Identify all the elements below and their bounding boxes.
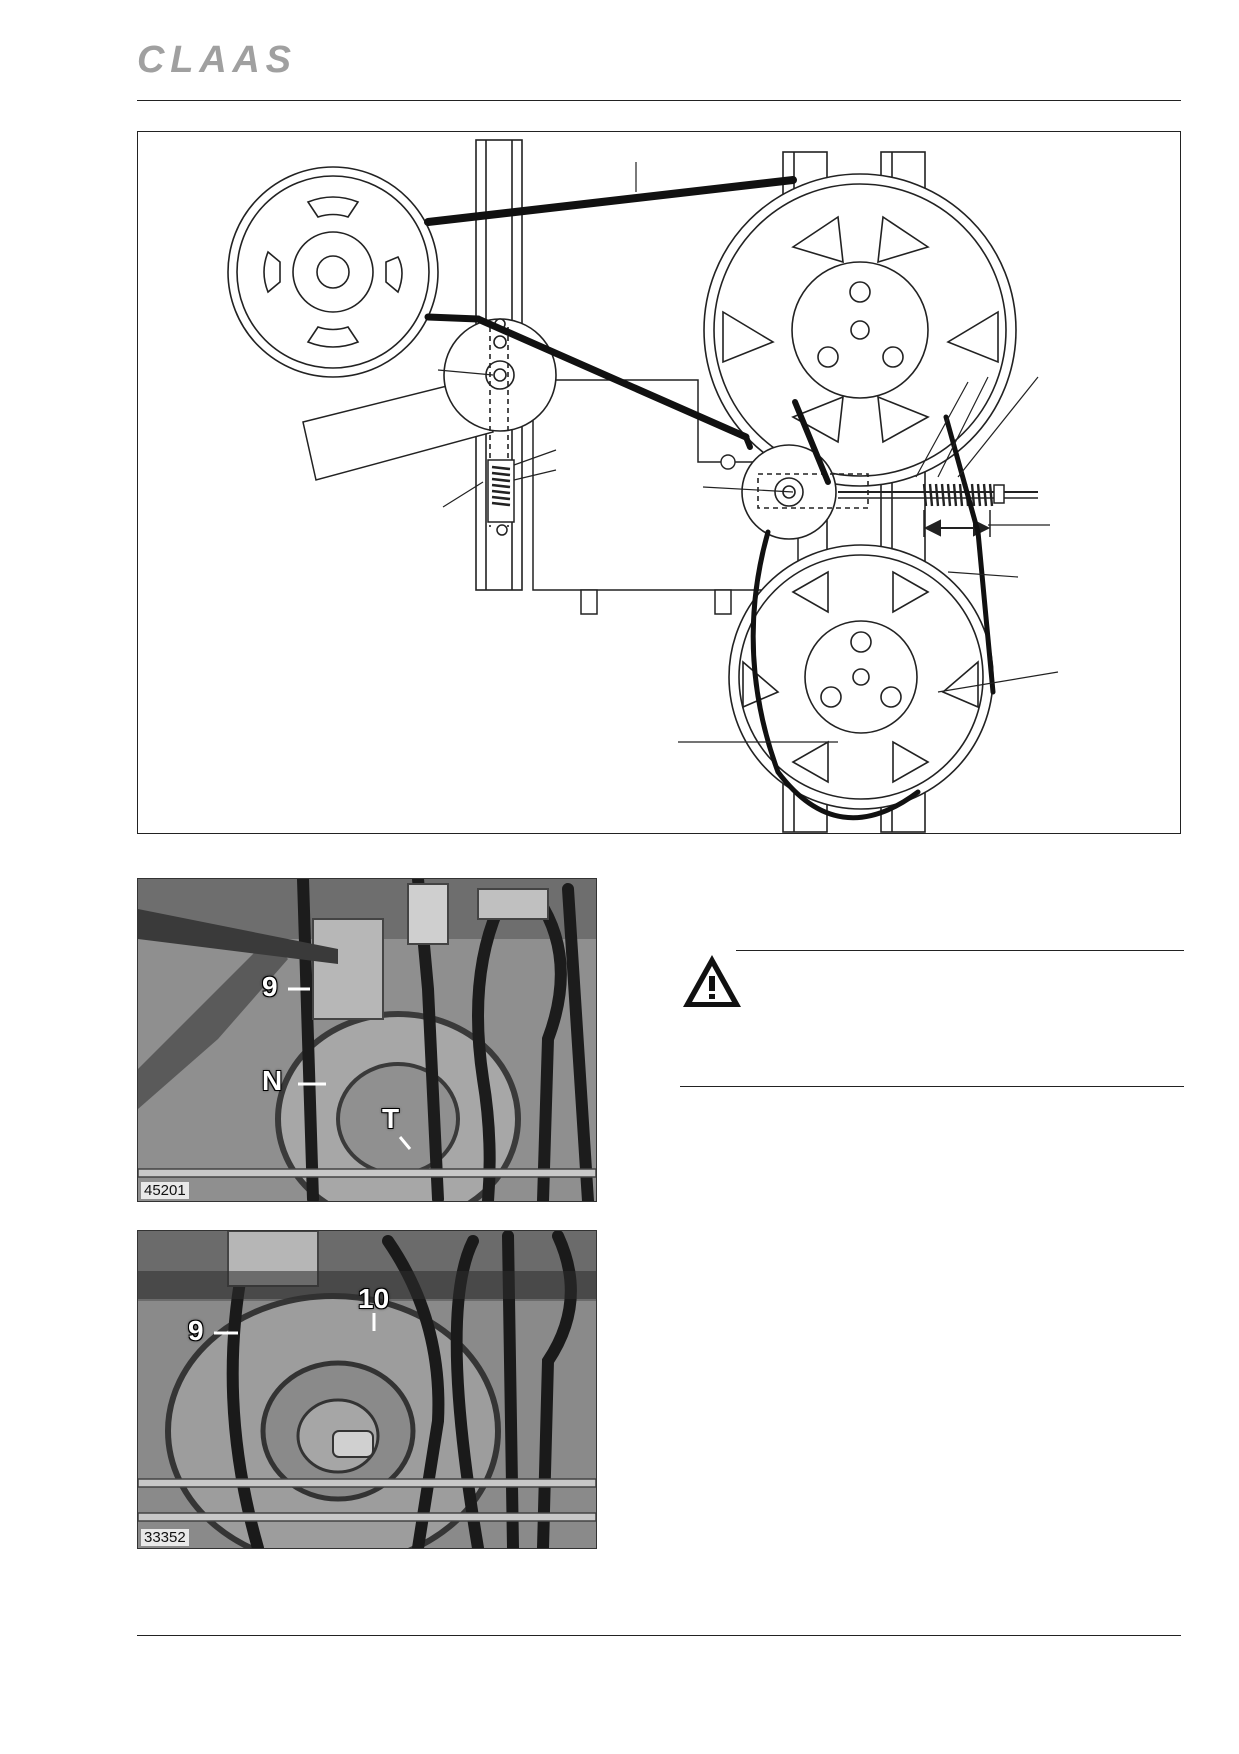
belt-drive-diagram	[137, 131, 1181, 834]
warning-block	[680, 950, 1184, 1088]
header-rule	[137, 100, 1181, 101]
warning-triangle-icon	[683, 955, 741, 1007]
callout-t: T	[382, 1103, 400, 1134]
warning-bottom-rule	[680, 1086, 1184, 1087]
svg-text:CLAAS: CLAAS	[137, 40, 292, 76]
photo-belt-tensioner: 9 N T 45201	[137, 878, 597, 1202]
footer-rule	[137, 1635, 1181, 1636]
callout-n: N	[262, 1065, 283, 1096]
photo-id: 33352	[141, 1529, 189, 1546]
photo-id: 45201	[141, 1182, 189, 1199]
callout-10: 10	[358, 1283, 390, 1314]
callout-9-b: 9	[188, 1315, 204, 1346]
claas-logo: CLAAS	[137, 40, 292, 76]
warning-top-rule	[736, 950, 1184, 951]
callout-9: 9	[262, 971, 278, 1002]
photo-pulley-belt: 9 10 33352	[137, 1230, 597, 1549]
